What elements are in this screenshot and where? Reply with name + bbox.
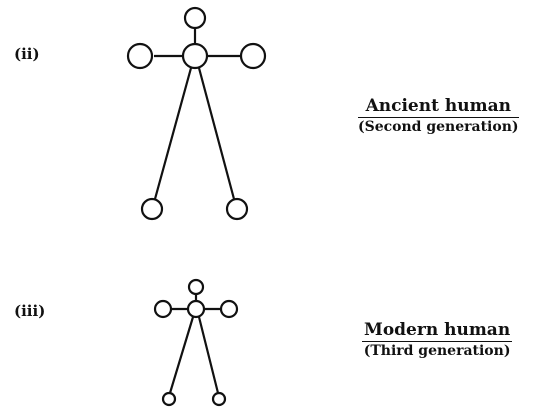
modern-right-leg-line <box>197 316 220 394</box>
modern-head-circle <box>187 278 205 296</box>
ancient-human-figure <box>126 6 267 221</box>
ancient-head-circle <box>183 6 207 30</box>
ancient-right-leg-line <box>197 67 236 200</box>
figure-iii-label: (iii) <box>14 302 46 320</box>
modern-torso-circle <box>186 299 206 319</box>
ancient-left-foot-circle <box>140 197 164 221</box>
ancient-right-foot-circle <box>225 197 249 221</box>
ancient-left-hand-circle <box>126 42 154 70</box>
modern-human-subtitle: (Third generation) <box>363 343 511 359</box>
modern-human-title: Modern human <box>362 320 513 342</box>
figure-ii-label: (ii) <box>14 45 40 63</box>
ancient-left-leg-line <box>153 67 193 200</box>
modern-left-foot-circle <box>161 391 177 407</box>
ancient-human-subtitle: (Second generation) <box>358 119 519 135</box>
ancient-torso-circle <box>181 42 209 70</box>
modern-human-figure <box>153 278 239 407</box>
modern-right-hand-circle <box>219 299 239 319</box>
ancient-human-caption: Ancient human (Second generation) <box>358 98 519 134</box>
modern-human-caption: Modern human (Third generation) <box>362 320 513 359</box>
modern-right-foot-circle <box>211 391 227 407</box>
ancient-human-title: Ancient human <box>358 98 519 118</box>
modern-left-hand-circle <box>153 299 173 319</box>
ancient-right-hand-circle <box>239 42 267 70</box>
modern-left-leg-line <box>168 316 195 394</box>
